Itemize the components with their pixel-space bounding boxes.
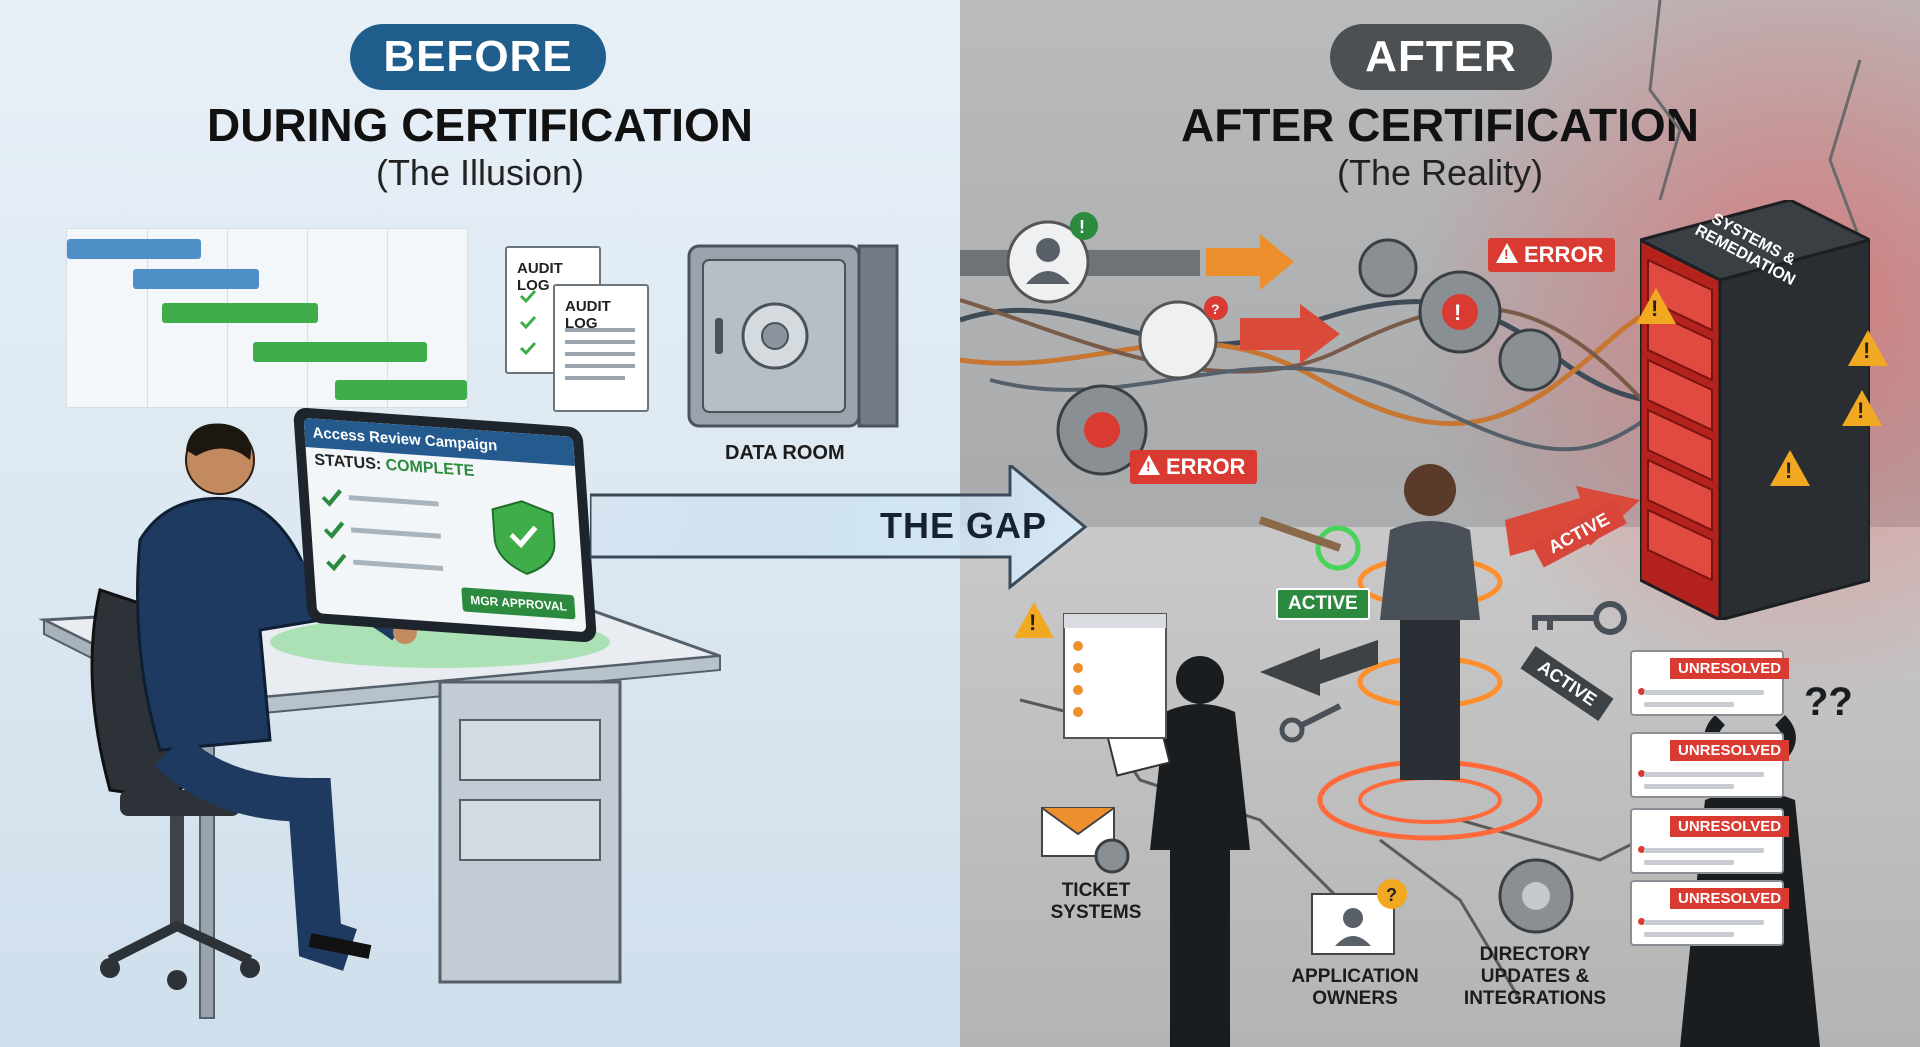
active-tag-green: ACTIVE — [1276, 588, 1370, 620]
svg-text:!: ! — [1079, 217, 1085, 237]
tablet: Access Review Campaign STATUS: COMPLETE … — [292, 406, 598, 644]
data-room-label: DATA ROOM — [725, 442, 845, 464]
before-subheading: (The Illusion) — [375, 152, 585, 193]
warning-icon — [1848, 330, 1888, 366]
gantt-bar — [67, 239, 201, 259]
svg-text:?: ? — [1386, 885, 1397, 905]
svg-text:!: ! — [1454, 300, 1461, 325]
unresolved-ticket: UNRESOLVED — [1630, 808, 1790, 874]
error-tag-mid: ERROR — [1130, 450, 1258, 484]
warning-icon — [1636, 288, 1676, 324]
server-icon — [1635, 198, 1875, 623]
tablet-checklist — [321, 489, 556, 575]
error-tag-top: ERROR — [1488, 238, 1616, 272]
after-subheading: (The Reality) — [1336, 152, 1544, 193]
confused-question-marks: ?? — [1804, 680, 1853, 724]
after-panel: AFTER AFTER CERTIFICATION (The Reality) … — [960, 0, 1920, 1047]
safe-icon — [687, 244, 899, 428]
gantt-bar — [253, 342, 427, 362]
gantt-chart-graphic — [66, 228, 468, 408]
svg-text:?: ? — [1211, 301, 1220, 317]
unresolved-ticket: UNRESOLVED — [1630, 880, 1790, 946]
after-heading: AFTER CERTIFICATION — [1181, 99, 1699, 151]
gantt-bar — [335, 380, 467, 400]
unresolved-ticket: UNRESOLVED — [1630, 732, 1790, 798]
desk-scene — [38, 423, 721, 1019]
audit-log-document: AUDIT LOG — [553, 284, 649, 412]
gantt-bar — [133, 269, 259, 289]
audit-log-title: AUDIT LOG — [517, 260, 563, 294]
warning-icon — [1842, 390, 1882, 426]
before-heading: DURING CERTIFICATION — [206, 99, 753, 151]
audit-log-title: AUDIT LOG — [565, 298, 611, 332]
before-badge: BEFORE — [350, 24, 606, 90]
tablet-status-value: COMPLETE — [385, 456, 475, 480]
warning-icon — [1770, 450, 1810, 486]
tablet-screen: Access Review Campaign STATUS: COMPLETE … — [303, 417, 587, 633]
text-lines-icon — [565, 328, 635, 380]
warning-icon — [1014, 602, 1054, 638]
after-badge: AFTER — [1330, 24, 1552, 90]
server-rack: SYSTEMS & REMEDIATION — [1635, 198, 1875, 623]
gap-arrow-icon — [590, 465, 1088, 590]
gap-label: THE GAP — [880, 505, 1048, 546]
unresolved-ticket: UNRESOLVED — [1630, 650, 1790, 716]
tablet-status-label: STATUS: — [313, 451, 382, 474]
checklist-icon — [519, 289, 537, 356]
gantt-bar — [162, 303, 318, 323]
